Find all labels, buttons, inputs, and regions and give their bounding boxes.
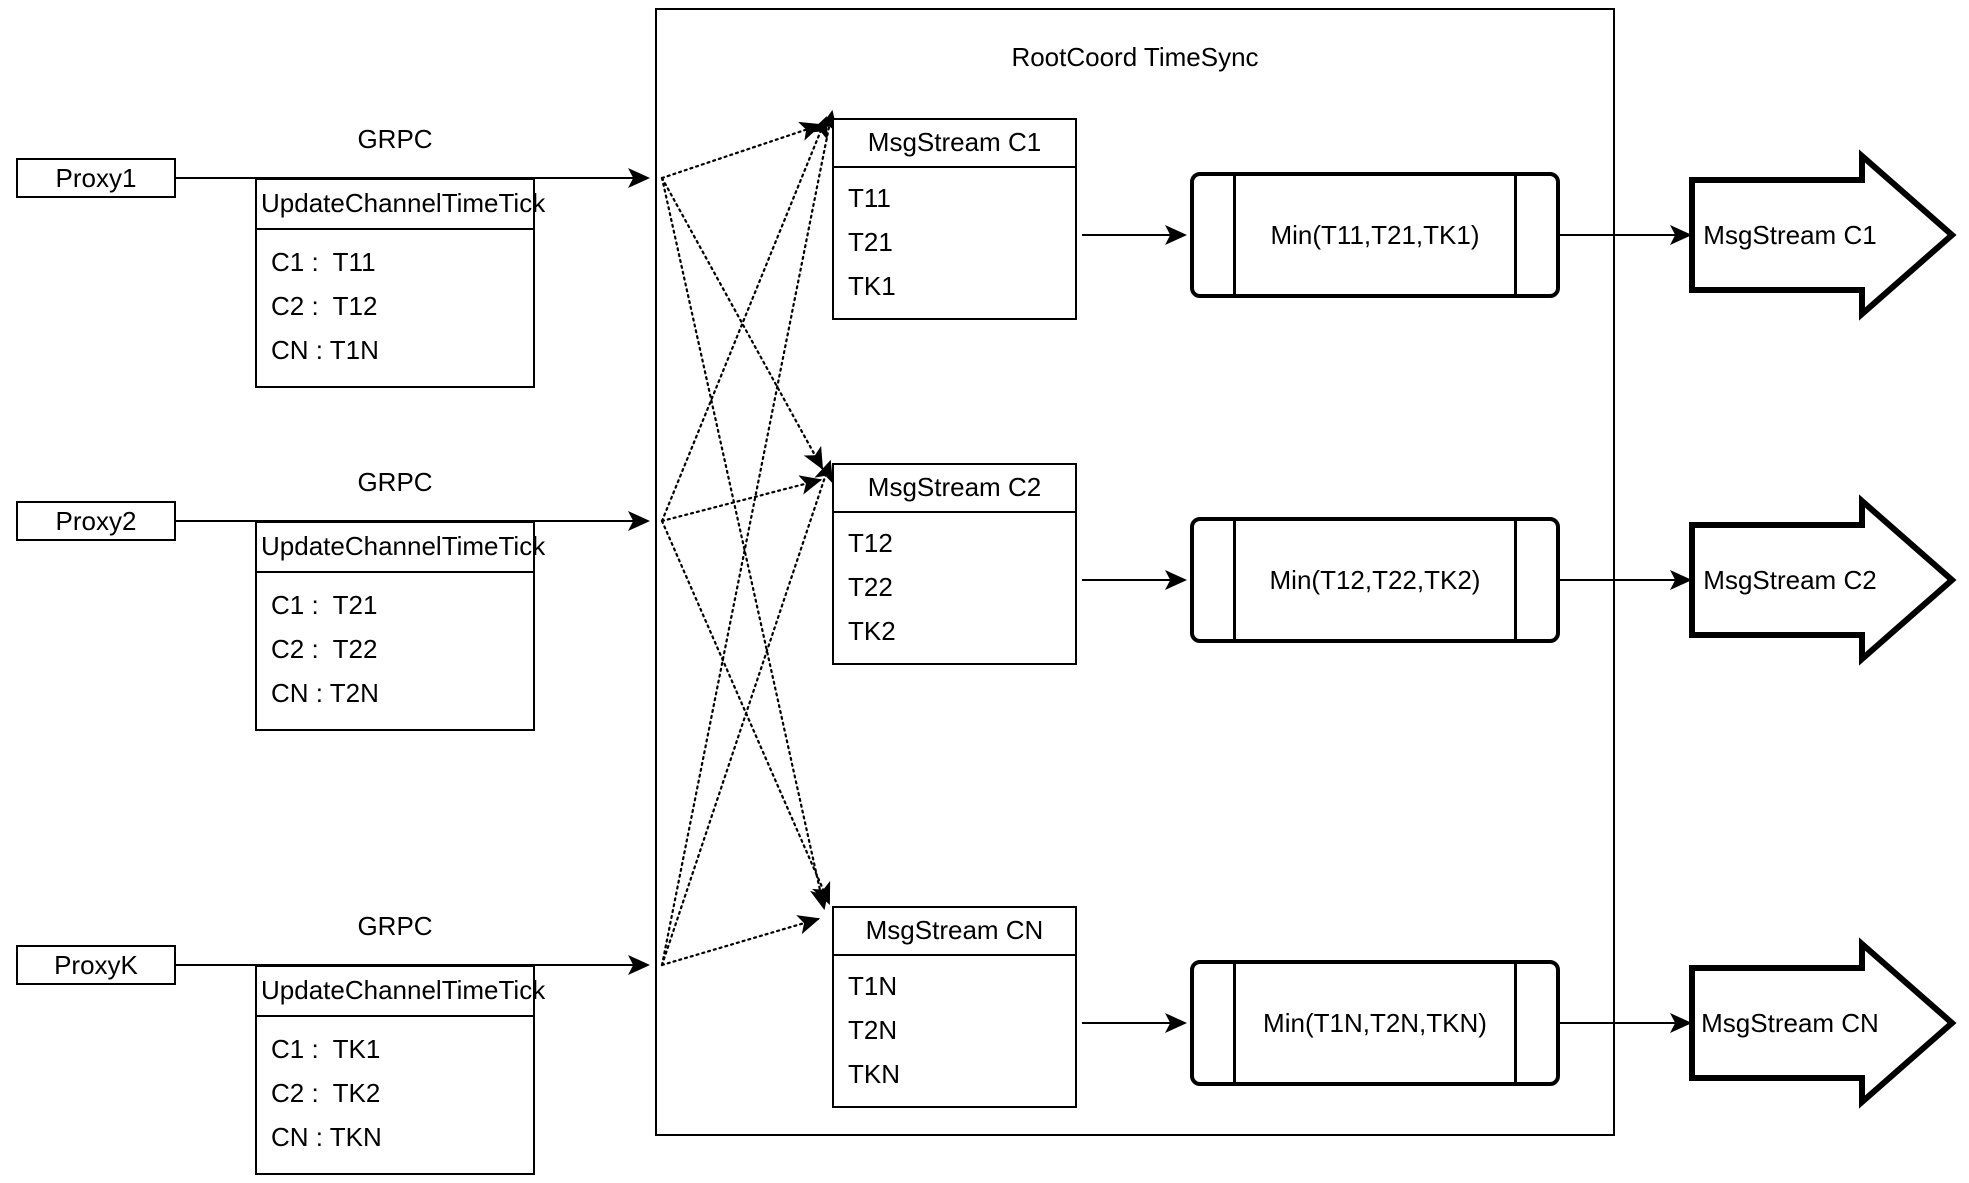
output-arrow-label-c2: MsgStream C2 [1700, 525, 1880, 635]
tick-table-row: CN : TKN [271, 1122, 382, 1152]
tick-table-row: C2 : TK2 [271, 1078, 381, 1108]
proxy-box-proxy1[interactable]: Proxy1 [16, 158, 176, 198]
process-bar-left [1233, 176, 1236, 294]
msgstream-table-header: MsgStream CN [834, 908, 1075, 956]
process-bar-right [1514, 176, 1517, 294]
output-arrow-label-c1: MsgStream C1 [1700, 180, 1880, 290]
process-bar-left [1233, 521, 1236, 639]
output-arrow-text: MsgStream C2 [1703, 564, 1877, 595]
msgstream-table-row: T2N [848, 1015, 898, 1045]
tick-table-row: C1 : T11 [271, 247, 376, 277]
output-arrow-text: MsgStream CN [1701, 1007, 1879, 1038]
grpc-label-proxy1: GRPC [357, 124, 433, 154]
proxy-box-proxyk[interactable]: ProxyK [16, 945, 176, 985]
grpc-label-proxy2: GRPC [357, 467, 433, 497]
proxy-box-proxy2[interactable]: Proxy2 [16, 501, 176, 541]
msgstream-table-header: MsgStream C1 [834, 120, 1075, 168]
tick-table-header: UpdateChannelTimeTick [257, 523, 545, 573]
msgstream-table-row: TK2 [848, 616, 896, 646]
grpc-label-proxyk: GRPC [357, 911, 433, 941]
tick-table-header: UpdateChannelTimeTick [257, 180, 545, 230]
output-arrow-label-cn: MsgStream CN [1700, 968, 1880, 1078]
msgstream-table-row: T21 [848, 227, 893, 257]
update-channel-timetick-table-proxyk: UpdateChannelTimeTick C1 : TK1 C2 : TK2 … [255, 965, 545, 1175]
tick-table-row: CN : T1N [271, 335, 379, 365]
msgstream-table-row: T22 [848, 572, 893, 602]
rootcoord-timesync-title: RootCoord TimeSync [1011, 42, 1259, 72]
tick-table-row: CN : T2N [271, 678, 379, 708]
msgstream-table-row: T12 [848, 528, 893, 558]
min-process-c2: Min(T12,T22,TK2) [1190, 517, 1560, 643]
rootcoord-timesync-container [655, 8, 1615, 1136]
tick-table-row: C2 : T12 [271, 291, 378, 321]
tick-table-header: UpdateChannelTimeTick [257, 967, 545, 1017]
process-bar-right [1514, 521, 1517, 639]
process-bar-left [1233, 964, 1236, 1082]
update-channel-timetick-table-proxy2: UpdateChannelTimeTick C1 : T21 C2 : T22 … [255, 521, 545, 731]
tick-table-row: C1 : TK1 [271, 1034, 381, 1064]
process-bar-right [1514, 964, 1517, 1082]
msgstream-table-row: T11 [848, 183, 891, 213]
min-process-label: Min(T12,T22,TK2) [1269, 565, 1481, 595]
tick-table-row: C2 : T22 [271, 634, 378, 664]
tick-table-row: C1 : T21 [271, 590, 378, 620]
output-arrow-text: MsgStream C1 [1703, 219, 1877, 250]
msgstream-table-row: T1N [848, 971, 898, 1001]
msgstream-table-cn: MsgStream CN T1N T2N TKN [832, 906, 1077, 1108]
update-channel-timetick-table-proxy1: UpdateChannelTimeTick C1 : T11 C2 : T12 … [255, 178, 545, 388]
msgstream-table-c1: MsgStream C1 T11 T21 TK1 [832, 118, 1077, 320]
msgstream-table-header: MsgStream C2 [834, 465, 1075, 513]
msgstream-table-row: TK1 [848, 271, 896, 301]
msgstream-table-row: TKN [848, 1059, 900, 1089]
min-process-cn: Min(T1N,T2N,TKN) [1190, 960, 1560, 1086]
msgstream-table-c2: MsgStream C2 T12 T22 TK2 [832, 463, 1077, 665]
min-process-label: Min(T1N,T2N,TKN) [1263, 1008, 1487, 1038]
min-process-label: Min(T11,T21,TK1) [1270, 220, 1480, 250]
min-process-c1: Min(T11,T21,TK1) [1190, 172, 1560, 298]
